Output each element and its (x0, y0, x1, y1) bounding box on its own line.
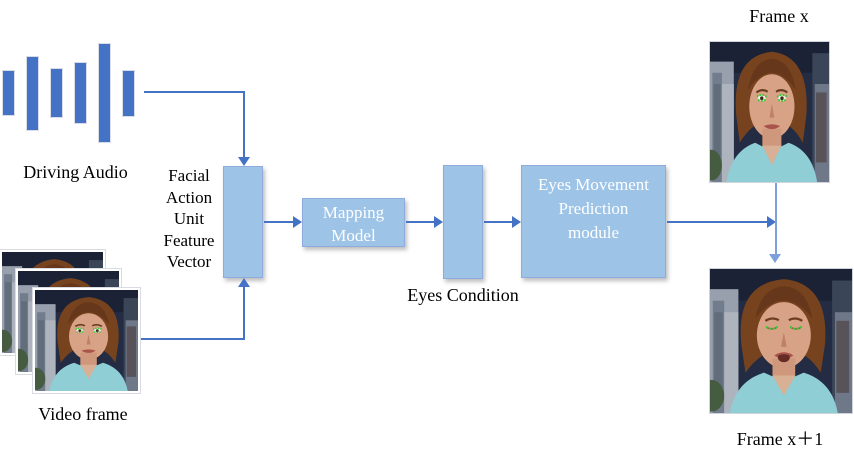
connector-audio-vertical (243, 91, 245, 157)
connector-condition-to-module (484, 221, 513, 223)
video-frame-label: Video frame (38, 404, 128, 424)
fau-line-2: Action (165, 187, 213, 207)
audio-waveform-icon (2, 43, 135, 143)
arrowhead-audio-to-fau (238, 157, 250, 166)
waveform-bar (2, 70, 15, 116)
driving-audio-label: Driving Audio (23, 162, 128, 182)
arrowhead-mapping-to-condition (434, 216, 443, 228)
waveform-bar (98, 43, 111, 143)
arrowhead-video-to-fau (238, 278, 250, 287)
frame-x-image (709, 41, 830, 183)
connector-video-horizontal (141, 338, 245, 340)
frame-x-plus-1-label: Frame x＋1 (736, 429, 824, 449)
waveform-bar (122, 69, 135, 117)
fau-vector-block (223, 166, 263, 278)
video-frame-image-front (33, 288, 140, 393)
fau-line-4: Feature (163, 230, 215, 250)
arrowhead-module-to-frames (767, 216, 776, 228)
connector-framex-to-framex1 (775, 183, 777, 254)
waveform-bar (74, 62, 87, 124)
waveform-bar (26, 55, 39, 131)
eyes-movement-module-box: Eyes Movement Prediction module (521, 165, 666, 278)
connector-audio-horizontal (144, 91, 245, 93)
fau-line-3: Unit (173, 209, 205, 228)
fau-line-1: Facial (168, 166, 210, 185)
fau-vector-label: Facial Action Unit Feature Vector (153, 165, 225, 273)
arrowhead-fau-to-mapping (293, 216, 302, 228)
connector-mapping-to-condition (406, 221, 435, 223)
connector-video-vertical (243, 287, 245, 340)
mapping-model-box: Mapping Model (302, 198, 405, 247)
frame-x-plus-1-image (709, 268, 853, 414)
connector-fau-to-mapping (264, 221, 294, 223)
eyes-condition-block (443, 165, 483, 279)
frame-x-label: Frame x (749, 6, 809, 26)
fau-line-5: Vector (166, 252, 212, 271)
connector-module-to-frames (667, 221, 768, 223)
arrowhead-to-framex1 (769, 254, 781, 263)
waveform-bar (50, 68, 63, 118)
arrowhead-condition-to-module (512, 216, 521, 228)
eyes-condition-label: Eyes Condition (407, 285, 519, 305)
